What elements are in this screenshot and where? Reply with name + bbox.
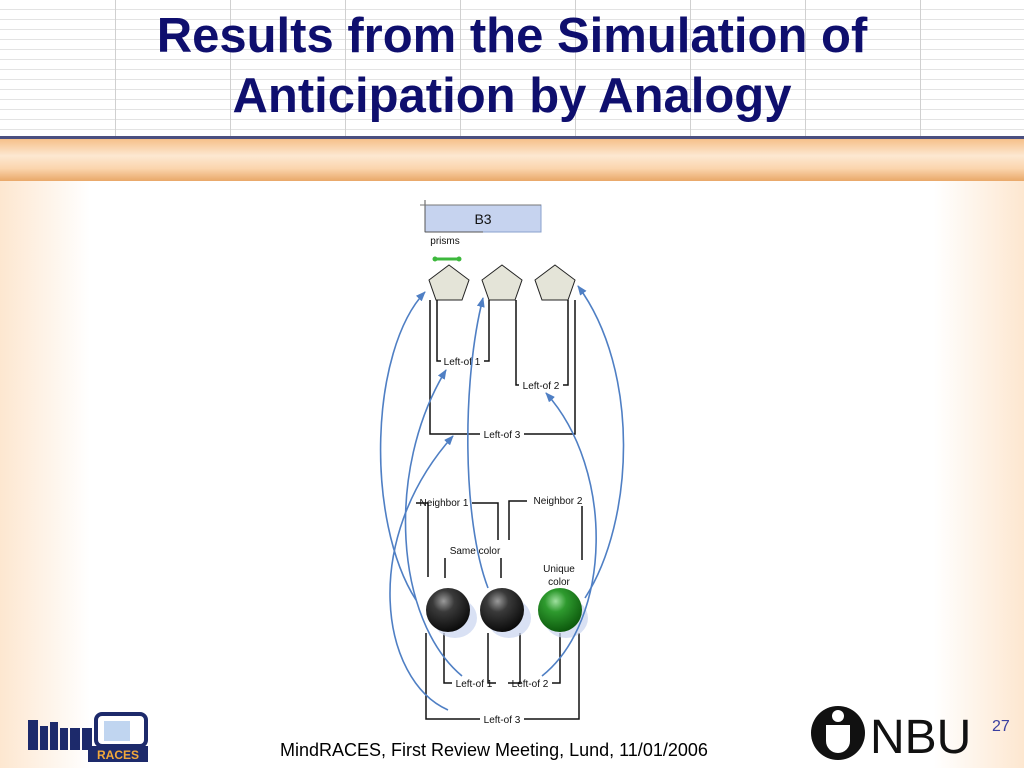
title-line-1: Results from the Simulation of	[156, 9, 868, 63]
bottom-left-of-1: Left-of 1	[456, 679, 493, 690]
bottom-left-of-2: Left-of 2	[512, 679, 549, 690]
analogy-diagram: B3 prisms Left-of 1 Left-of 2 Left-of 3	[379, 200, 625, 726]
top-left-of-1: Left-of 1	[444, 357, 481, 368]
top-left-of-3: Left-of 3	[484, 430, 521, 441]
logo-left-races: RACES	[97, 748, 139, 762]
prisms-label: prisms	[430, 236, 459, 247]
neighbor-2-label: Neighbor 2	[534, 496, 583, 507]
bottom-relation-lines	[416, 500, 583, 720]
title-line-2: Anticipation by Analogy	[232, 69, 792, 123]
prism-2[interactable]	[481, 264, 523, 301]
header-divider	[0, 136, 1024, 139]
mapping-arrows	[379, 285, 625, 711]
unique-color-label-2: color	[548, 577, 570, 588]
b3-label: B3	[474, 211, 491, 227]
green-ball[interactable]	[538, 588, 582, 632]
same-color-label: Same color	[450, 546, 501, 557]
orange-band	[0, 139, 1024, 181]
left-edge-glow	[0, 181, 90, 768]
black-ball-2[interactable]	[480, 588, 524, 632]
nbu-logo: NBU	[811, 706, 971, 764]
unique-color-label-1: Unique	[543, 564, 575, 575]
prism-3[interactable]	[534, 264, 576, 301]
logo-right-text: NBU	[870, 711, 971, 764]
header-background	[0, 0, 1024, 138]
footer-meeting-info: MindRACES, First Review Meeting, Lund, 1…	[280, 740, 708, 760]
slide-title: Results from the Simulation of Anticipat…	[0, 6, 1024, 126]
right-edge-glow	[934, 181, 1024, 768]
bottom-left-of-3: Left-of 3	[484, 715, 521, 726]
b3-box[interactable]: B3	[420, 200, 542, 233]
prism-1[interactable]	[428, 264, 470, 301]
neighbor-1-label: Neighbor 1	[420, 498, 469, 509]
page-number: 27	[992, 718, 1010, 735]
top-relation-lines	[429, 300, 576, 435]
top-left-of-2: Left-of 2	[523, 381, 560, 392]
selection-handle[interactable]	[432, 256, 462, 262]
mindraces-logo: RACES	[28, 712, 148, 762]
black-ball-1[interactable]	[426, 588, 470, 632]
